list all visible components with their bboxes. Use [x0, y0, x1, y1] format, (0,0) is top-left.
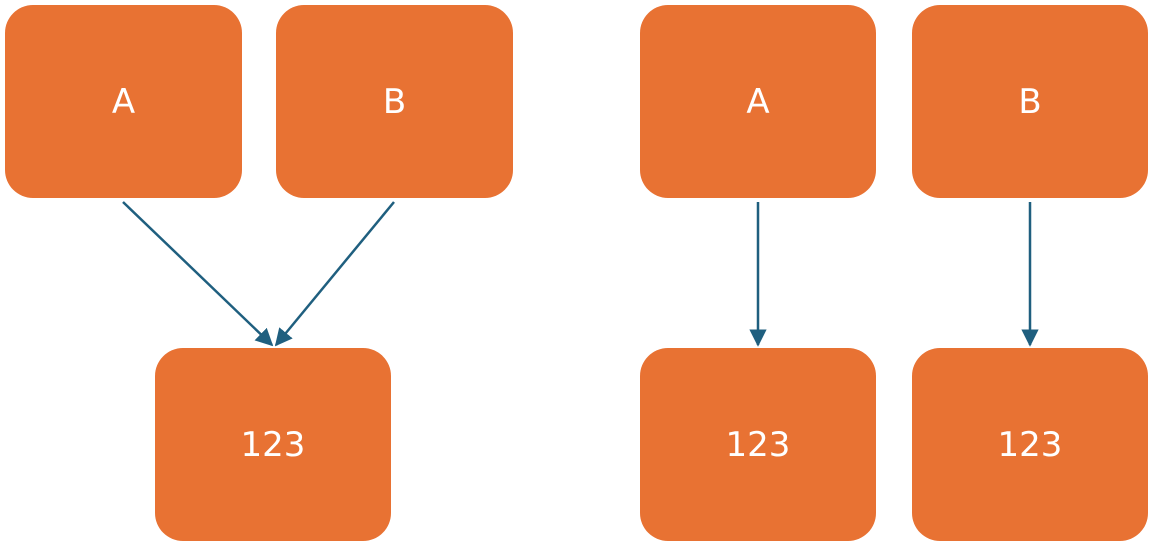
right-node-a: A [640, 5, 876, 198]
left-node-result: 123 [155, 348, 391, 541]
right-node-b: B [912, 5, 1148, 198]
right-node-a-label: A [746, 81, 770, 122]
right-node-result-b-label: 123 [997, 424, 1063, 465]
left-node-a-label: A [111, 81, 136, 122]
right-node-result-a-label: 123 [725, 424, 791, 465]
left-node-b: B [276, 5, 513, 198]
left-node-result-label: 123 [240, 424, 306, 465]
left-node-a: A [5, 5, 242, 198]
right-node-b-label: B [1018, 81, 1042, 122]
right-node-result-a: 123 [640, 348, 876, 541]
left-arrow-b-to-result [274, 201, 395, 347]
left-arrow-a-to-result [122, 201, 274, 347]
right-node-result-b: 123 [912, 348, 1148, 541]
left-node-b-label: B [382, 81, 407, 122]
